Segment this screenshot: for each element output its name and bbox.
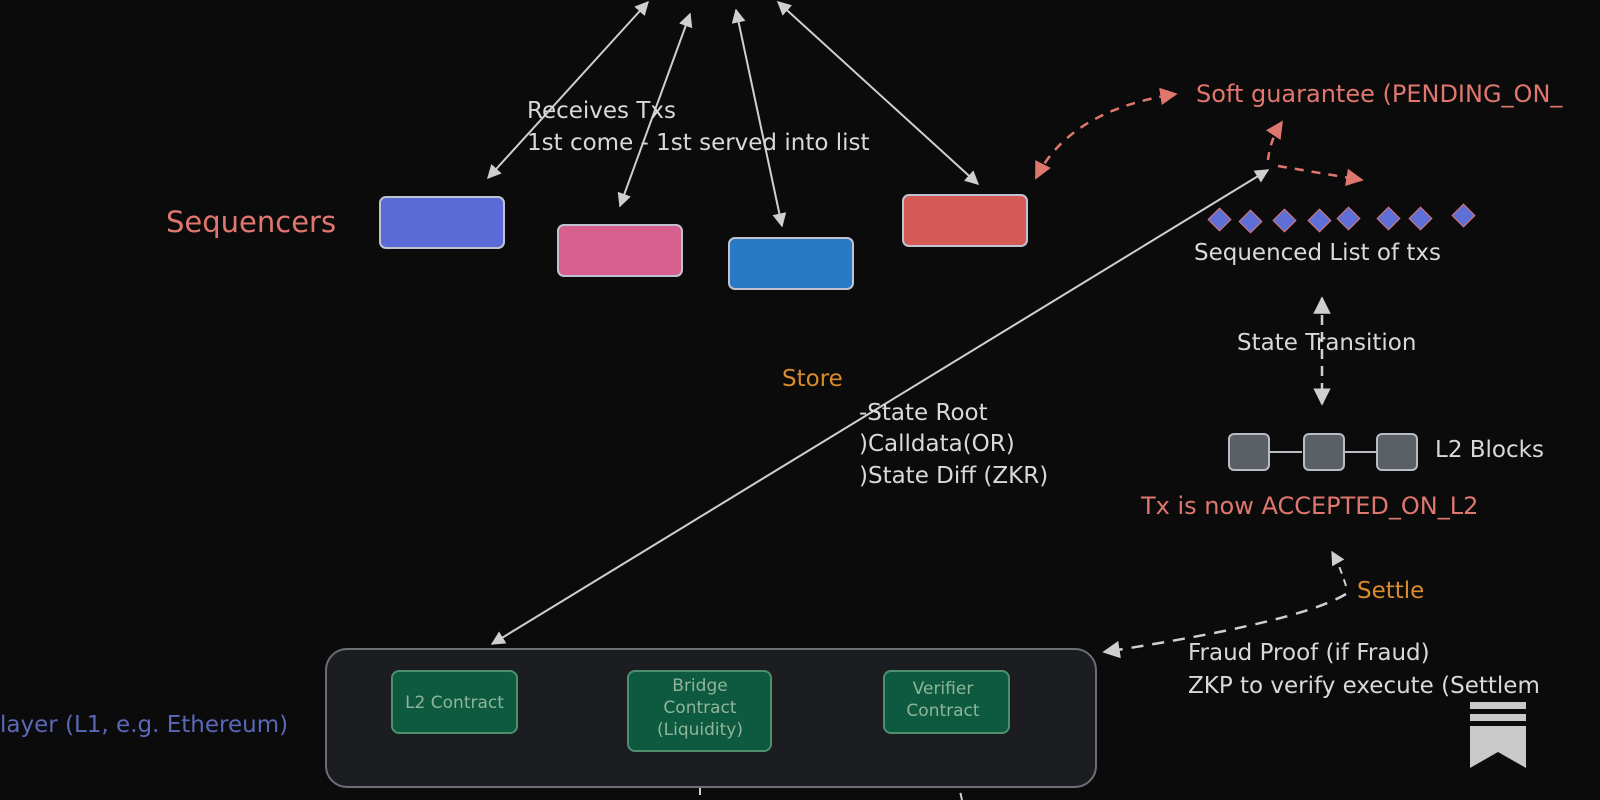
soft-guarantee-label: Soft guarantee (PENDING_ON_ [1196, 80, 1563, 108]
sequenced-list-label: Sequenced List of txs [1194, 240, 1441, 266]
store-item-1: -State Root [859, 400, 988, 426]
arrow-seq4 [776, 1, 980, 185]
l2-block [1228, 433, 1270, 471]
sequencer-box-2 [557, 224, 683, 277]
store-item-3: )State Diff (ZKR) [859, 463, 1049, 489]
l2-contract-label: L2 Contract [405, 693, 504, 713]
receives-label-1: Receives Txs [527, 98, 676, 124]
settle-label: Settle [1357, 578, 1425, 604]
l2-block [1376, 433, 1418, 471]
bridge-contract-label: Bridge Contract (Liquidity) [657, 676, 743, 740]
zkp-label: ZKP to verify execute (Settlem [1188, 673, 1540, 699]
bridge-contract-box [627, 670, 772, 752]
fraud-proof-label: Fraud Proof (if Fraud) [1188, 640, 1430, 666]
arrow-seq3 [731, 8, 787, 228]
layer-label: layer (L1, e.g. Ethereum) [0, 712, 289, 738]
bookmark-icon[interactable] [1470, 702, 1526, 768]
verifier-contract-label: Verifier Contract [906, 679, 980, 721]
sequencers-label: Sequencers [166, 205, 337, 239]
l2-block [1303, 433, 1345, 471]
arrow-store [490, 169, 1270, 645]
store-label: Store [782, 366, 843, 392]
store-item-2: )Calldata(OR) [859, 431, 1015, 457]
arrow-fraud-proof [1102, 592, 1347, 659]
sequencer-box-3 [728, 237, 854, 290]
sequencer-box-1 [379, 196, 505, 249]
l2-contract-box [391, 670, 518, 734]
arrow-list-to-guarantee [1265, 120, 1284, 161]
arrow-list-next [1277, 164, 1364, 187]
arrow-soft-guarantee [1034, 87, 1178, 180]
arrow-settle [1331, 550, 1347, 587]
verifier-contract-box [883, 670, 1010, 734]
sequencer-box-4 [902, 194, 1028, 247]
receives-label-2: 1st come - 1st served into list [527, 130, 870, 156]
accepted-label: Tx is now ACCEPTED_ON_L2 [1141, 492, 1479, 520]
state-transition-label: State Transition [1237, 330, 1417, 356]
l2-blocks-label: L2 Blocks [1435, 437, 1544, 463]
